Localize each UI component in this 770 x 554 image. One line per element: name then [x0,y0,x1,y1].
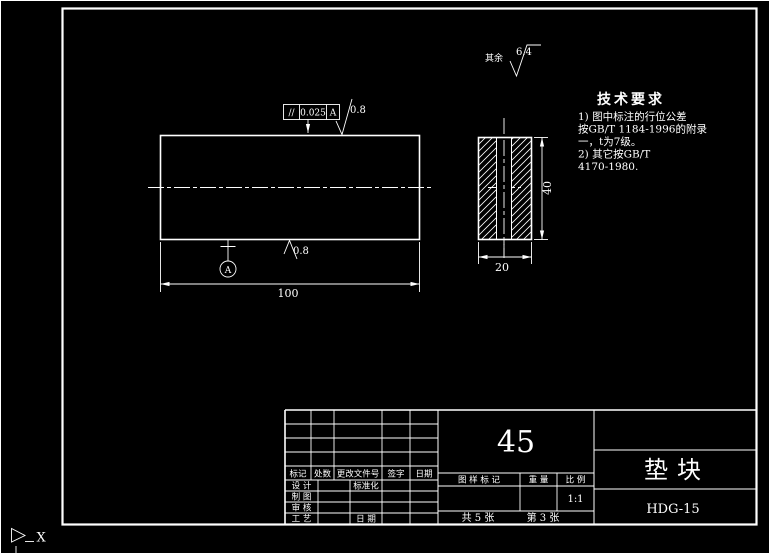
ucs-icon: X [11,527,47,553]
tech-req-line: 4170-1980. [578,161,638,173]
role-draft: 制 图 [292,492,312,503]
title-block: 标记 处数 更改文件号 签字 日期 设 计 标准化 制 图 审 核 工 艺 日 … [284,409,756,525]
header-stamp: 图 样 标 记 [458,475,501,486]
role-design: 设 计 [292,481,312,492]
ucs-arrowhead-icon [11,527,27,543]
roughness-check-icon [283,239,298,260]
revision-header-sign: 签字 [387,469,404,480]
tech-req-line: 按GB/T 1184-1996的附录 [578,123,707,136]
roughness-check-icon [335,98,353,136]
role-process: 工 艺 [292,515,312,525]
general-roughness-value: 6.4 [516,47,532,58]
material-cell: 45 [497,425,535,460]
roughness-bottom-symbol: 0.8 [283,239,309,260]
front-view-outline [159,134,421,241]
tolerance-frame: // 0.025 A [283,104,340,133]
tolerance-value: 0.025 [300,109,326,119]
drawing-number-text: HDG-15 [646,502,699,517]
scale-value: 1:1 [567,494,583,505]
tech-req-line: 1) 图中标注的行位公差 [578,110,687,123]
general-roughness-label: 其余 [485,52,503,64]
tolerance-datum-ref: A [329,109,337,119]
tech-requirements-title: 技术要求 [597,91,665,108]
role-standardization: 标准化 [353,481,379,492]
datum-label: A [224,266,232,276]
header-weight: 重 量 [529,475,549,486]
header-scale: 比 例 [566,475,586,486]
roughness-bottom-value: 0.8 [293,246,309,257]
section-view: 40 20 [477,118,554,274]
role-check: 审 核 [292,503,312,514]
roughness-top-value: 0.8 [350,105,366,116]
sheet-total: 共 5 张 [462,512,495,524]
tech-requirements: 技术要求 1) 图中标注的行位公差 按GB/T 1184-1996的附录 一，t… [578,91,707,173]
tech-req-line: 2) 其它按GB/T [578,148,650,161]
revision-table: 标记 处数 更改文件号 签字 日期 设 计 标准化 制 图 审 核 工 艺 日 … [285,410,438,525]
section-outline [477,136,533,241]
drawing-frame [61,7,758,526]
tolerance-symbol: // [288,109,295,119]
dim-100: 100 [160,242,420,300]
tech-req-line: 一，t为7级。 [578,136,641,148]
roughness-top-symbol: 0.8 [335,98,366,136]
datum-symbol: A [219,240,237,278]
front-view: // 0.025 A 0.8 A 0.8 100 [148,98,432,300]
part-name-cell: 垫块 HDG-15 [594,449,756,517]
dim-20: 20 [478,242,532,274]
revision-header-date: 日期 [415,470,432,480]
dim-100-text: 100 [278,287,299,300]
revision-header-count: 处数 [314,469,332,480]
revision-header-docno: 更改文件号 [337,469,380,480]
dim-20-text: 20 [495,261,509,274]
material-text: 45 [497,425,535,460]
sheet-number: 第 3 张 [527,511,560,524]
ucs-x-label: X [37,531,47,546]
general-roughness: 其余 6.4 [485,44,541,78]
roughness-check-icon [509,44,541,78]
role-date: 日 期 [356,515,376,525]
dim-40: 40 [534,137,554,240]
part-name-text: 垫块 [644,456,710,484]
dim-40-text: 40 [541,181,554,195]
stamp-table: 图 样 标 记 重 量 比 例 1:1 共 5 张 第 3 张 [438,472,594,524]
revision-header-mark: 标记 [289,469,307,480]
